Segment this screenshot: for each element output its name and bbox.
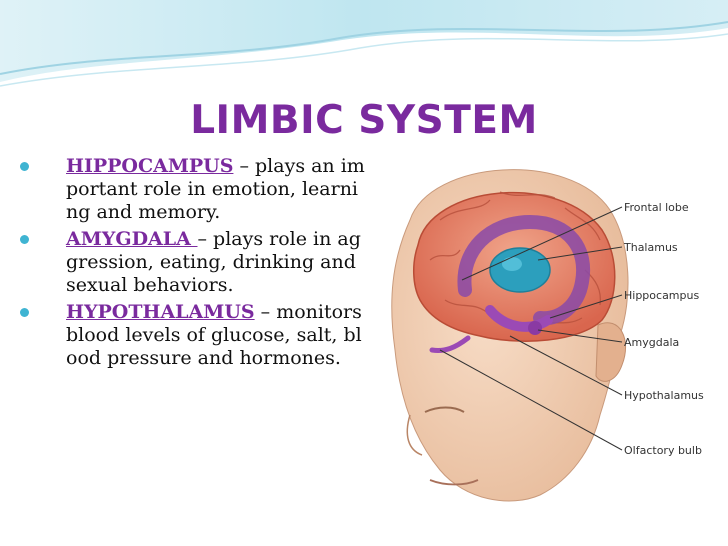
amygdala-shape (528, 321, 542, 335)
label-amygdala: Amygdala (624, 336, 679, 349)
slide-title: LIMBIC SYSTEM (190, 98, 538, 143)
bullet-hippocampus: HIPPOCAMPUS – plays an important role in… (18, 155, 368, 224)
thalamus-shape (489, 247, 551, 293)
hippocampus-shape (485, 305, 553, 332)
olfactory-tract (429, 335, 471, 353)
bullet-term: HYPOTHALAMUS (66, 301, 255, 323)
bullet-text: – plays role in aggression, eating, drin… (66, 228, 361, 296)
bullet-dot-icon (20, 235, 29, 244)
bullet-term: AMYGDALA (66, 228, 198, 250)
bullet-amygdala: AMYGDALA – plays role in aggression, eat… (18, 228, 368, 297)
label-hypothalamus: Hypothalamus (624, 389, 704, 402)
label-frontal-lobe: Frontal lobe (624, 201, 689, 214)
bullet-dot-icon (20, 162, 29, 171)
bullet-list: HIPPOCAMPUS – plays an important role in… (18, 155, 368, 374)
bullet-text: – monitors blood levels of glucose, salt… (66, 301, 362, 369)
bullet-term: HIPPOCAMPUS (66, 155, 234, 177)
ear-shape (595, 322, 627, 382)
bullet-hypothalamus: HYPOTHALAMUS – monitors blood levels of … (18, 301, 368, 370)
bullet-dot-icon (20, 308, 29, 317)
limbic-ring (457, 214, 591, 326)
label-hippocampus: Hippocampus (624, 289, 699, 302)
limbic-system-illustration: Frontal lobe Thalamus Hippocampus Amygda… (391, 169, 704, 502)
header-wave-decoration (0, 0, 728, 87)
label-thalamus: Thalamus (623, 241, 678, 254)
bullet-text: – plays an important role in emotion, le… (66, 155, 365, 223)
label-olfactory-bulb: Olfactory bulb (624, 444, 702, 457)
